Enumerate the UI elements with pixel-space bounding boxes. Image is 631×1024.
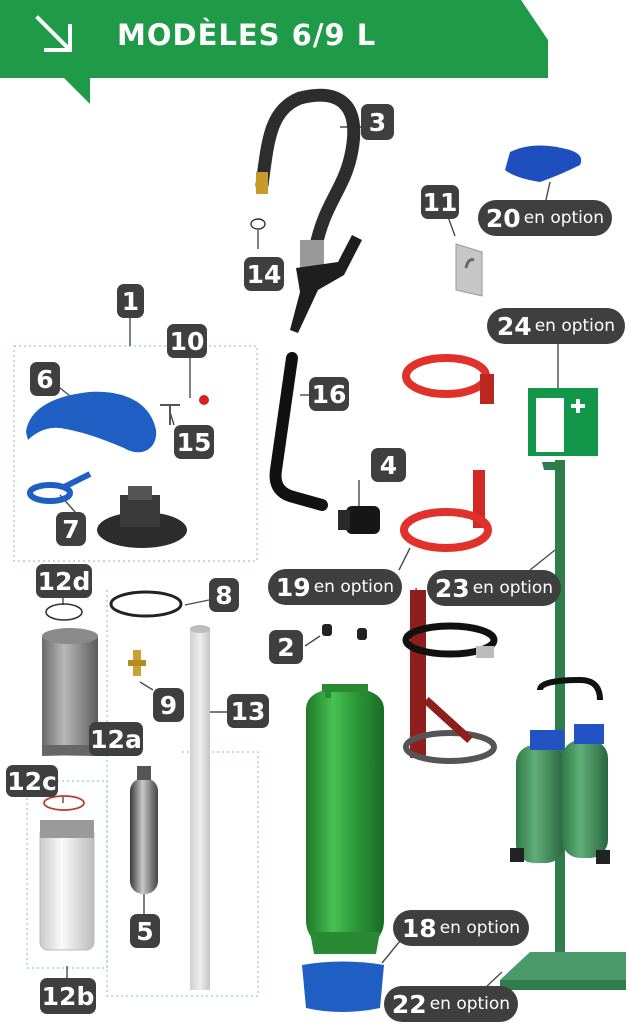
canister-12b [39, 820, 95, 951]
callout-16: 16 [309, 377, 349, 411]
callout-3: 3 [361, 104, 394, 140]
callout-number: 19 [275, 572, 311, 602]
callout-number: 12c [7, 766, 57, 796]
callout-number: 6 [36, 364, 54, 394]
blue-handle [26, 391, 157, 453]
extinguisher-bottle [306, 684, 384, 954]
cartridge-12a [42, 628, 98, 756]
stand-pole [500, 460, 626, 990]
callout-option-text: en option [313, 577, 395, 597]
o-ring-small [250, 218, 266, 230]
callout-11: 11 [421, 185, 459, 219]
callout-14: 14 [244, 257, 284, 291]
leader-lines [54, 126, 559, 989]
callout-12a: 12a [89, 722, 143, 756]
callout-number: 12b [41, 981, 95, 1011]
callout-15: 15 [174, 425, 214, 459]
callout-number: 12a [90, 724, 142, 754]
callout-9: 9 [153, 688, 184, 722]
blue-base [302, 961, 384, 1012]
callout-number: 9 [159, 690, 178, 720]
end-cap [338, 506, 380, 534]
safety-sign [528, 388, 598, 470]
callout-option-text: en option [429, 994, 511, 1014]
callout-2: 2 [269, 630, 303, 664]
callout-option-text: en option [534, 316, 616, 336]
hose-assembly [255, 88, 362, 333]
header-banner [0, 0, 548, 104]
callout-number: 14 [246, 259, 282, 289]
callout-number: 2 [277, 632, 295, 662]
callout-23: 23 en option [427, 570, 561, 606]
callout-19: 19 en option [268, 569, 402, 605]
callout-18: 18 en option [393, 910, 529, 946]
brass-valve [128, 650, 146, 676]
twin-extinguishers [510, 676, 610, 864]
callout-number: 16 [311, 379, 347, 409]
long-tube [190, 625, 210, 990]
callout-10: 10 [167, 324, 207, 358]
callout-number: 22 [391, 989, 427, 1019]
page-title: MODÈLES 6/9 L [117, 18, 377, 52]
callout-12c: 12c [6, 765, 58, 797]
callout-number: 1 [121, 286, 140, 316]
callout-number: 3 [368, 107, 387, 137]
callout-number: 15 [176, 427, 212, 457]
callout-5: 5 [130, 914, 160, 948]
dip-tube [269, 352, 328, 511]
callout-7: 7 [56, 512, 86, 546]
callout-13: 13 [227, 694, 269, 728]
wall-support [402, 590, 498, 764]
callout-22: 22 en option [384, 986, 518, 1022]
callout-option-text: en option [523, 208, 605, 228]
callout-6: 6 [30, 362, 60, 396]
red-strap [402, 354, 494, 404]
o-ring-large [109, 590, 183, 618]
callout-number: 8 [215, 580, 233, 610]
callout-number: 11 [422, 187, 458, 217]
o-ring-12c [43, 795, 85, 811]
callout-20: 20 en option [478, 200, 612, 236]
callout-number: 7 [62, 514, 80, 544]
callout-number: 24 [496, 311, 532, 341]
callout-option-text: en option [439, 918, 521, 938]
callout-8: 8 [209, 578, 239, 612]
callout-number: 23 [434, 573, 470, 603]
callout-number: 12d [37, 566, 91, 596]
red-bracket [400, 470, 492, 552]
callout-option-text: en option [472, 578, 554, 598]
safety-pin [160, 404, 180, 425]
callout-1: 1 [117, 284, 144, 318]
valve-head [97, 486, 187, 548]
callout-number: 20 [485, 203, 521, 233]
o-ring-12d [45, 603, 83, 621]
callout-number: 10 [169, 326, 205, 356]
callout-12d: 12d [36, 564, 92, 598]
callout-24: 24 en option [487, 308, 625, 344]
arrow-down-right-icon [35, 15, 72, 52]
callout-4: 4 [371, 448, 406, 482]
callout-number: 4 [379, 450, 398, 480]
blue-clip [505, 145, 582, 182]
seal-part [199, 395, 209, 405]
callout-number: 5 [136, 916, 154, 946]
callout-number: 13 [230, 696, 266, 726]
wall-hook [455, 243, 483, 297]
callout-number: 18 [401, 913, 437, 943]
callout-12b: 12b [40, 978, 96, 1014]
small-caps [322, 624, 367, 640]
gas-cartridge [130, 766, 158, 894]
blue-lever [27, 471, 92, 504]
